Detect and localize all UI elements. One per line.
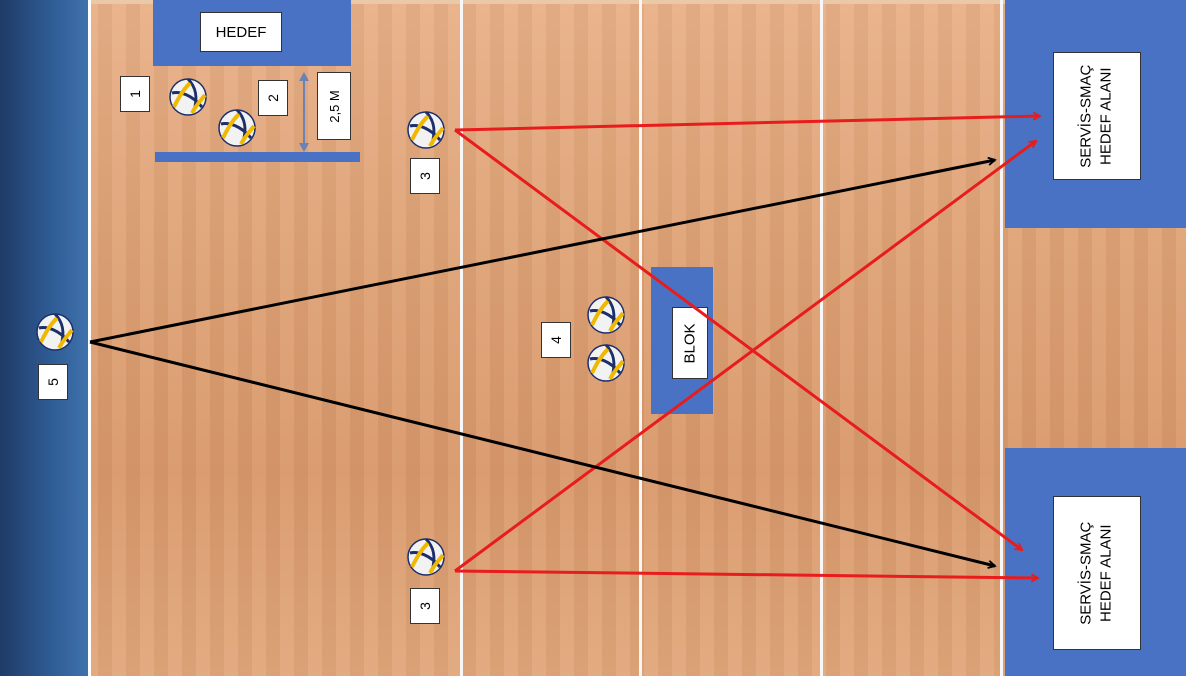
- number-box-3-top: 3: [410, 158, 440, 194]
- court-line-attack-left: [460, 0, 463, 676]
- volleyball-icon: [586, 295, 626, 335]
- court-line-center: [639, 0, 642, 676]
- black-arrow-down: [89, 340, 995, 566]
- volleyball-icon: [217, 108, 257, 148]
- volleyball-icon: [35, 312, 75, 352]
- number-box-5: 5: [38, 364, 68, 400]
- number-box-2: 2: [258, 80, 288, 116]
- distance-arrow: [299, 72, 309, 152]
- number-box-4: 4: [541, 322, 571, 358]
- number-box-1: 1: [120, 76, 150, 112]
- number-box-3-bottom: 3: [410, 588, 440, 624]
- red-arrow-top-straight: [454, 116, 1040, 132]
- serve-spike-target-label-top: SERVİS-SMAÇ HEDEF ALANI: [1053, 52, 1141, 180]
- volleyball-icon: [168, 77, 208, 117]
- volleyball-icon: [406, 537, 446, 577]
- court-top-edge: [88, 0, 1186, 4]
- volleyball-icon: [586, 343, 626, 383]
- red-arrow-bottom-cross: [454, 139, 1036, 573]
- red-arrow-top-cross: [454, 128, 1022, 552]
- volleyball-icon: [406, 110, 446, 150]
- serve-spike-target-label-bottom: SERVİS-SMAÇ HEDEF ALANI: [1053, 496, 1141, 650]
- court-line-end: [1000, 0, 1003, 676]
- serve-line-2-5m: [155, 152, 360, 162]
- red-arrow-bottom-straight: [454, 569, 1038, 578]
- block-label: BLOK: [672, 307, 708, 379]
- target-label: HEDEF: [200, 12, 282, 52]
- court-line-attack-right: [820, 0, 823, 676]
- black-arrow-up: [89, 160, 995, 344]
- distance-label: 2,5 M: [317, 72, 351, 140]
